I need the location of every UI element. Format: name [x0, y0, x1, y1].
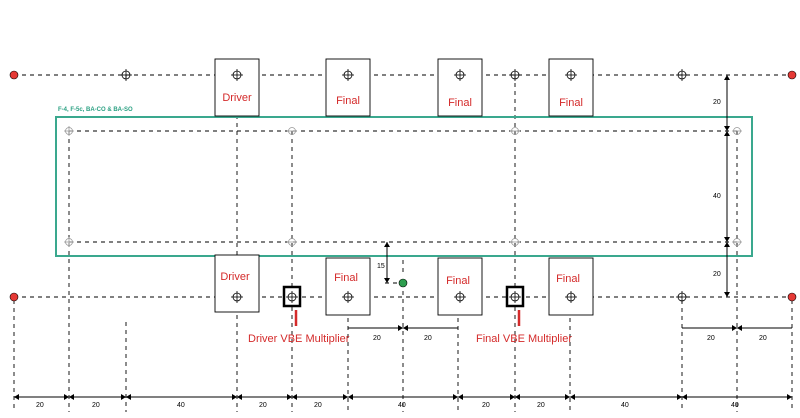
dim-bottom-4: 20 — [314, 402, 322, 409]
top-driver-label: Driver — [222, 92, 252, 104]
top-final-1-label: Final — [336, 95, 360, 107]
board-label: F-4, F-5c, BA-CO & BA-SO — [58, 107, 133, 113]
top-final-3-box: Final — [548, 58, 594, 117]
bottom-driver-label: Driver — [220, 271, 250, 283]
right-dimension-chain: 20 40 20 — [713, 75, 730, 297]
dim-right-middle: 40 — [713, 193, 721, 200]
bottom-driver-box: Driver — [214, 254, 260, 313]
red-mount-icon — [9, 70, 797, 302]
final-vbe-marker: Final VBE Multiplier — [476, 285, 572, 345]
bottom-final-3-label: Final — [556, 273, 580, 285]
bottom-final-1-label: Final — [334, 272, 358, 284]
dim-mid-0: 20 — [373, 335, 381, 342]
green-ground-icon — [398, 260, 408, 288]
board-hole-icon — [64, 126, 742, 247]
top-final-2-box: Final — [437, 58, 483, 117]
board-outline — [55, 116, 753, 257]
dim-bottom-3: 20 — [259, 402, 267, 409]
driver-vbe-label: Driver VBE Multiplier — [248, 333, 350, 345]
driver-vbe-marker: Driver VBE Multiplier — [248, 285, 350, 345]
dim-bottom-0: 20 — [36, 402, 44, 409]
dim-bottom-7: 20 — [537, 402, 545, 409]
bottom-final-3-box: Final — [548, 257, 594, 316]
bottom-final-1-box: Final — [325, 257, 371, 316]
dim-mid-1: 20 — [424, 335, 432, 342]
dim-bottom-5: 40 — [398, 402, 406, 409]
dim-right-top: 20 — [713, 99, 721, 106]
final-vbe-label: Final VBE Multiplier — [476, 333, 572, 345]
top-final-2-label: Final — [448, 97, 472, 109]
bottom-dimension-chain: 20 20 40 20 20 40 20 20 40 40 — [14, 394, 792, 409]
top-final-3-label: Final — [559, 97, 583, 109]
bottom-final-2-box: Final — [437, 257, 483, 316]
dim-15-label: 15 — [377, 263, 385, 270]
dim-right-lower: 20 — [713, 271, 721, 278]
mid-dimension-chain: 20 20 20 20 — [348, 325, 792, 342]
vertical-guides — [13, 75, 793, 412]
dim-bottom-6: 20 — [482, 402, 490, 409]
dim-bottom-9: 40 — [731, 402, 739, 409]
top-driver-box: Driver — [214, 58, 260, 117]
dim-bottom-8: 40 — [621, 402, 629, 409]
dim-mid-3: 20 — [759, 335, 767, 342]
bottom-final-2-label: Final — [446, 275, 470, 287]
dim-mid-2: 20 — [707, 335, 715, 342]
top-final-1-box: Final — [325, 58, 371, 117]
dim-bottom-1: 20 — [92, 402, 100, 409]
crosshair-hole-icon — [120, 69, 688, 303]
dim-bottom-2: 40 — [177, 402, 185, 409]
vertical-dimension-15: 15 — [377, 242, 390, 283]
